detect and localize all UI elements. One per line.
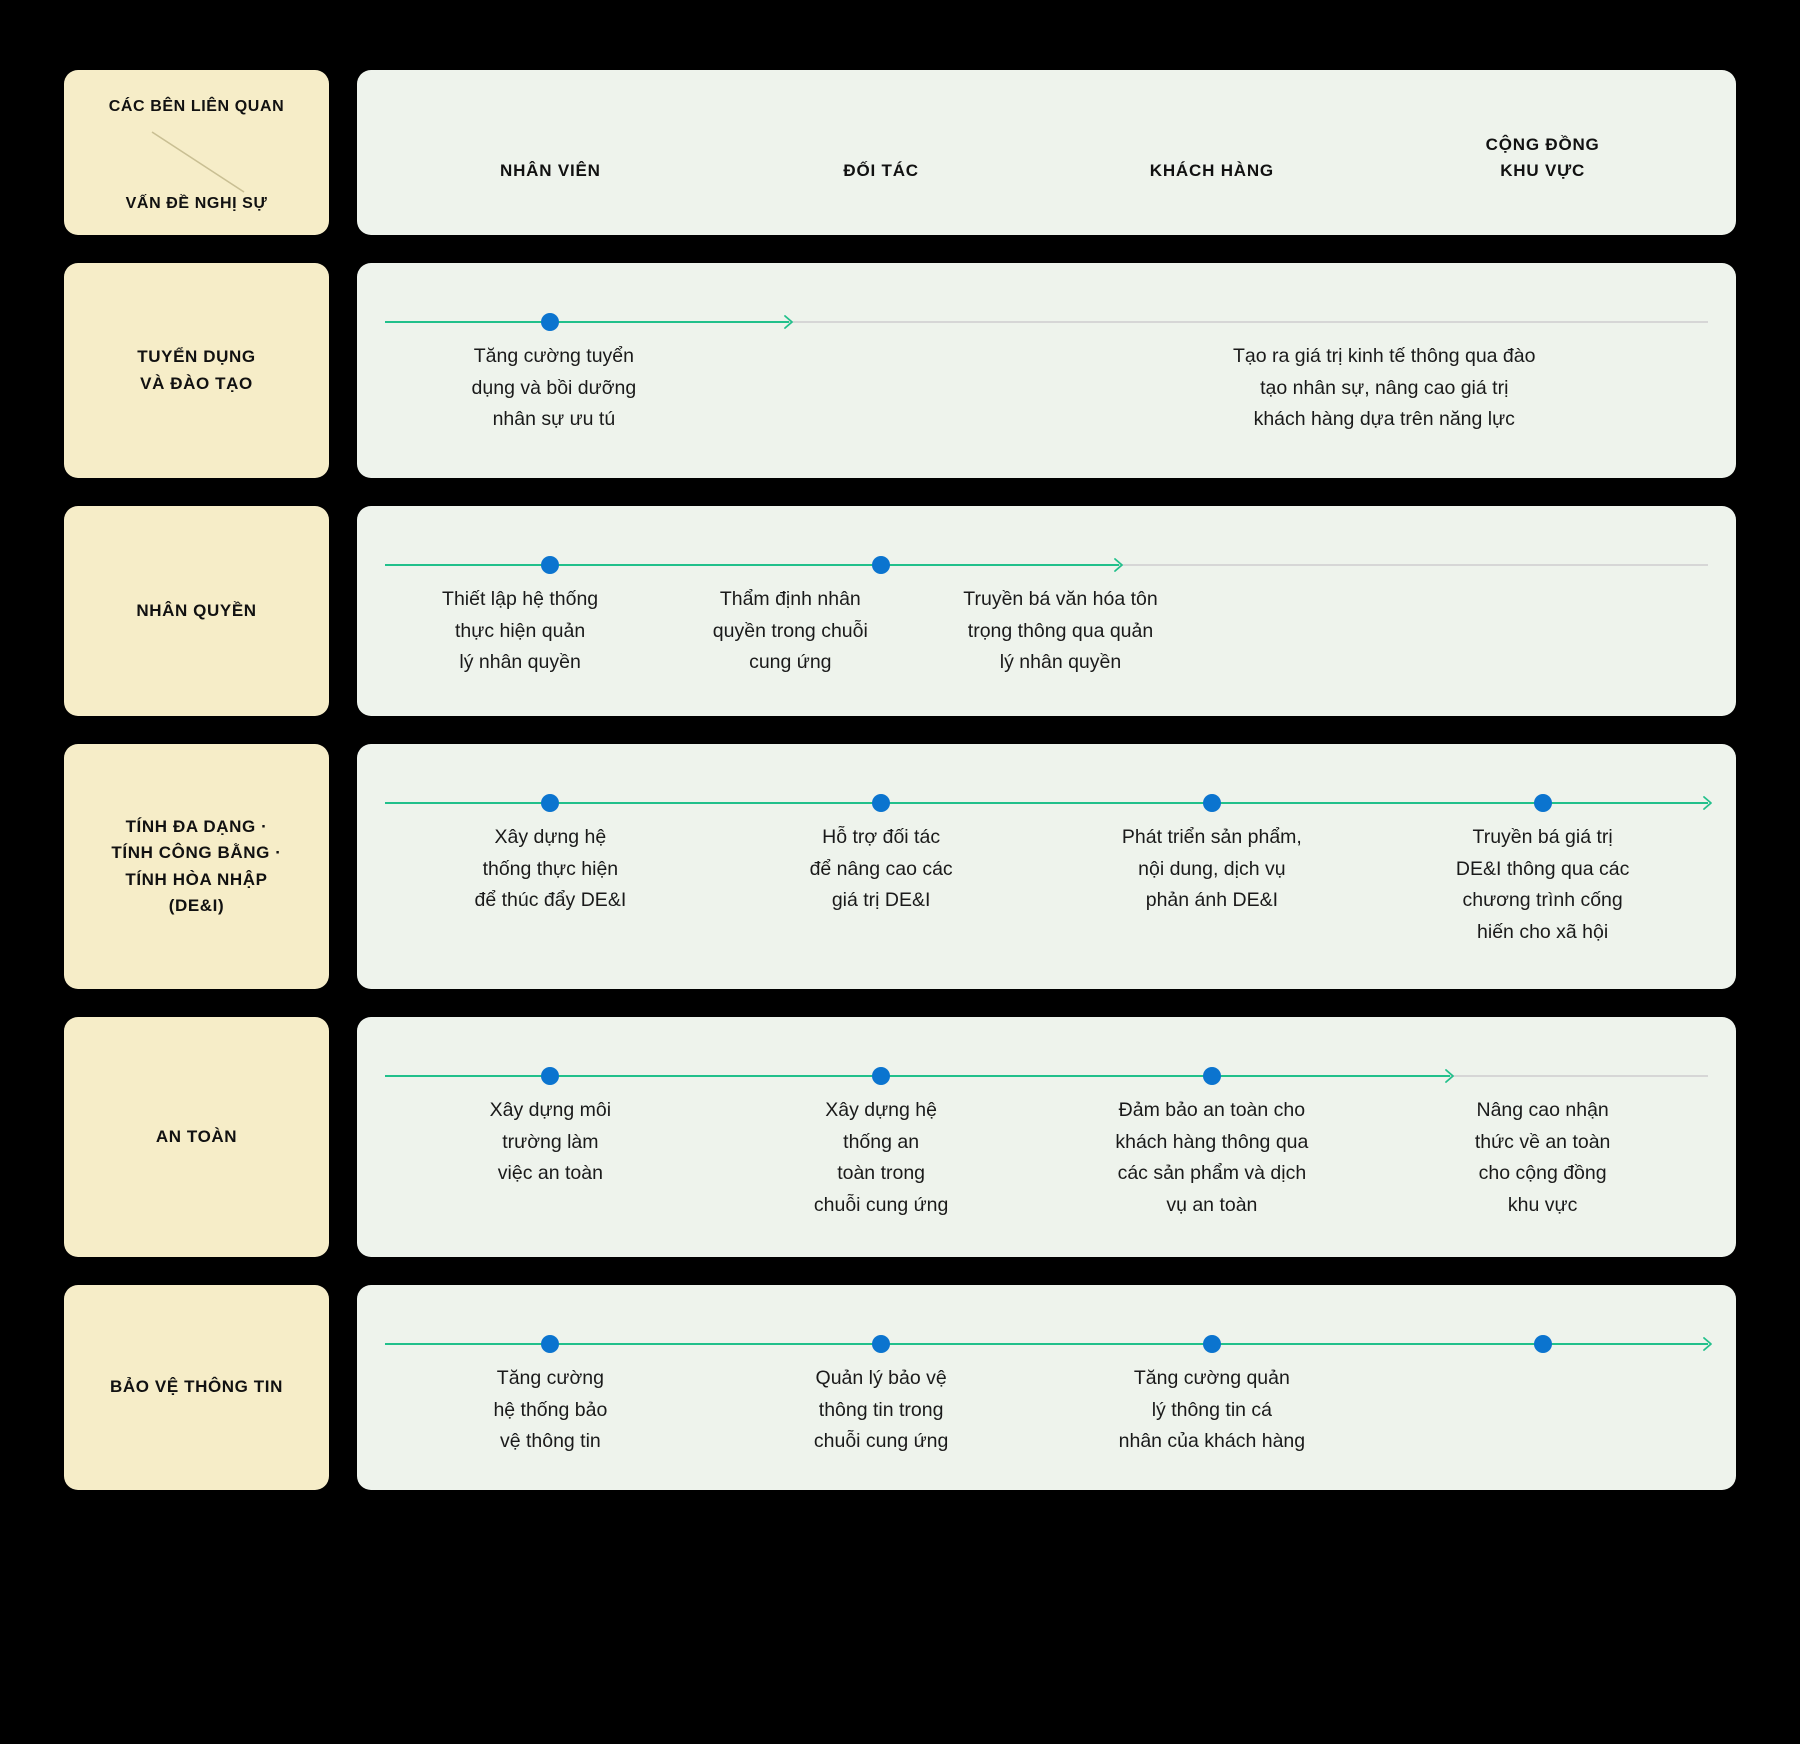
row-cells: Thiết lập hệ thống thực hiện quản lý nhâ… — [385, 584, 1708, 679]
milestone-dot[interactable] — [541, 1067, 560, 1085]
cell-text — [1196, 584, 1708, 679]
column-headers-panel: NHÂN VIÊN ĐỐI TÁC KHÁCH HÀNG CỘNG ĐỒNG K… — [357, 70, 1736, 235]
corner-header-cell: CÁC BÊN LIÊN QUAN VẤN ĐỀ NGHỊ SỰ — [64, 70, 329, 235]
corner-header-stakeholders: CÁC BÊN LIÊN QUAN — [108, 98, 285, 115]
row-label-text: BẢO VỆ THÔNG TIN — [110, 1377, 283, 1397]
row-panel: Xây dựng môi trường làm việc an toàn Xây … — [357, 1017, 1736, 1257]
matrix-row: BẢO VỆ THÔNG TIN Tăng cường hệ thống bảo … — [0, 1285, 1800, 1490]
cell-text: Truyền bá giá trị DE&I thông qua các chư… — [1455, 826, 1630, 943]
column-header-partners: ĐỐI TÁC — [843, 160, 919, 180]
cell-text: Đảm bảo an toàn cho khách hàng thông qua… — [1115, 1099, 1309, 1216]
milestone-dot[interactable] — [541, 556, 560, 574]
cell-text: Nâng cao nhận thức về an toàn cho cộng đ… — [1474, 1099, 1611, 1216]
track-line-active — [385, 564, 1120, 566]
milestone-dot[interactable] — [1202, 1067, 1221, 1085]
column-header-community: CỘNG ĐỒNG KHU VỰC — [1485, 135, 1600, 180]
track-line-active — [385, 1075, 1450, 1077]
milestone-dot[interactable] — [872, 556, 891, 574]
cell-text: Hỗ trợ đối tác để nâng cao các giá trị D… — [809, 826, 953, 912]
arrow-head-icon — [1700, 795, 1716, 811]
cell-text: Xây dựng hệ thống an toàn trong chuỗi cu… — [813, 1099, 949, 1216]
milestone-dot[interactable] — [1202, 794, 1221, 812]
row-panel: Xây dựng hệ thống thực hiện để thúc đẩy … — [357, 744, 1736, 989]
cell-text: Tăng cường tuyển dụng và bồi dưỡng nhân … — [471, 345, 637, 431]
row-panel: Thiết lập hệ thống thực hiện quản lý nhâ… — [357, 506, 1736, 716]
row-label-text: AN TOÀN — [155, 1126, 238, 1146]
arrow-head-icon — [1111, 557, 1127, 573]
cell-text: Truyền bá văn hóa tôn trọng thông qua qu… — [963, 588, 1158, 674]
cell-text: Thiết lập hệ thống thực hiện quản lý nhâ… — [442, 588, 599, 674]
track-line-active — [385, 802, 1708, 804]
matrix-rows: TUYỂN DỤNG VÀ ĐÀO TẠO Tăng cường tuyển dụ… — [0, 263, 1800, 1490]
cell-text: Phát triển sản phẩm, nội dung, dịch vụ p… — [1121, 826, 1302, 912]
milestone-dot[interactable] — [1533, 794, 1552, 812]
column-header-employees: NHÂN VIÊN — [500, 160, 601, 180]
progress-track — [385, 790, 1712, 816]
row-label-nhan-quyen[interactable]: NHÂN QUYỀN — [64, 506, 329, 716]
progress-track — [385, 552, 1708, 578]
column-headers: NHÂN VIÊN ĐỐI TÁC KHÁCH HÀNG CỘNG ĐỒNG K… — [357, 70, 1736, 235]
milestone-dot[interactable] — [541, 794, 560, 812]
row-label-tinh-a-dang[interactable]: TÍNH ĐA DẠNG · TÍNH CÔNG BẰNG · TÍNH HÒA… — [64, 744, 329, 989]
milestone-dot[interactable] — [541, 1335, 560, 1353]
row-cells: Xây dựng môi trường làm việc an toàn Xây … — [385, 1095, 1708, 1221]
cell-text: Xây dựng môi trường làm việc an toàn — [489, 1099, 612, 1185]
matrix-row: NHÂN QUYỀN Thiết lập hệ thống thực hiện q… — [0, 506, 1800, 716]
cell-text: Tạo ra giá trị kinh tế thông qua đào tạo… — [1233, 345, 1536, 431]
matrix-row: AN TOÀN Xây dựng môi trường làm việc an t… — [0, 1017, 1800, 1257]
milestone-dot[interactable] — [1533, 1335, 1552, 1353]
cell-text: Tăng cường hệ thống bảo vệ thông tin — [493, 1367, 608, 1453]
row-panel: Tăng cường tuyển dụng và bồi dưỡng nhân … — [357, 263, 1736, 478]
progress-track — [385, 1063, 1708, 1089]
column-header-customers: KHÁCH HÀNG — [1149, 160, 1274, 180]
row-label-an-toan[interactable]: AN TOÀN — [64, 1017, 329, 1257]
progress-track — [385, 1331, 1712, 1357]
milestone-dot[interactable] — [1202, 1335, 1221, 1353]
row-cells: Tăng cường tuyển dụng và bồi dưỡng nhân … — [385, 341, 1708, 436]
arrow-head-icon — [1442, 1068, 1458, 1084]
cell-text: Xây dựng hệ thống thực hiện để thúc đẩy … — [474, 826, 627, 912]
progress-track — [385, 309, 1708, 335]
row-label-text: TUYỂN DỤNG VÀ ĐÀO TẠO — [137, 347, 256, 393]
milestone-dot[interactable] — [872, 1335, 891, 1353]
milestone-dot[interactable] — [872, 1067, 891, 1085]
cell-text — [723, 341, 1061, 436]
row-cells: Tăng cường hệ thống bảo vệ thông tin Quản… — [385, 1363, 1708, 1458]
cell-text: Quản lý bảo vệ thông tin trong chuỗi cun… — [813, 1367, 949, 1453]
cell-text: Tăng cường quản lý thông tin cá nhân của… — [1118, 1367, 1306, 1453]
corner-header-issues: VẤN ĐỀ NGHỊ SỰ — [125, 195, 268, 212]
matrix-row: TUYỂN DỤNG VÀ ĐÀO TẠO Tăng cường tuyển dụ… — [0, 263, 1800, 478]
arrow-head-icon — [781, 314, 797, 330]
matrix-row: TÍNH ĐA DẠNG · TÍNH CÔNG BẰNG · TÍNH HÒA… — [0, 744, 1800, 989]
header-row: CÁC BÊN LIÊN QUAN VẤN ĐỀ NGHỊ SỰ NHÂN VI… — [0, 70, 1800, 235]
track-line-active — [385, 321, 789, 323]
row-label-text: TÍNH ĐA DẠNG · TÍNH CÔNG BẰNG · TÍNH HÒA… — [111, 816, 282, 915]
cell-text: Thẩm định nhân quyền trong chuỗi cung ứn… — [712, 588, 868, 674]
milestone-dot[interactable] — [541, 313, 560, 331]
row-panel: Tăng cường hệ thống bảo vệ thông tin Quản… — [357, 1285, 1736, 1490]
arrow-head-icon — [1700, 1336, 1716, 1352]
track-line-active — [385, 1343, 1708, 1345]
milestone-dot[interactable] — [872, 794, 891, 812]
track-line-inactive — [385, 321, 1708, 323]
row-cells: Xây dựng hệ thống thực hiện để thúc đẩy … — [385, 822, 1708, 948]
cell-text — [1377, 1363, 1708, 1458]
row-label-text: NHÂN QUYỀN — [136, 600, 257, 620]
row-label-bao-ve-thong-tin[interactable]: BẢO VỆ THÔNG TIN — [64, 1285, 329, 1490]
row-label-tuyen-dung[interactable]: TUYỂN DỤNG VÀ ĐÀO TẠO — [64, 263, 329, 478]
